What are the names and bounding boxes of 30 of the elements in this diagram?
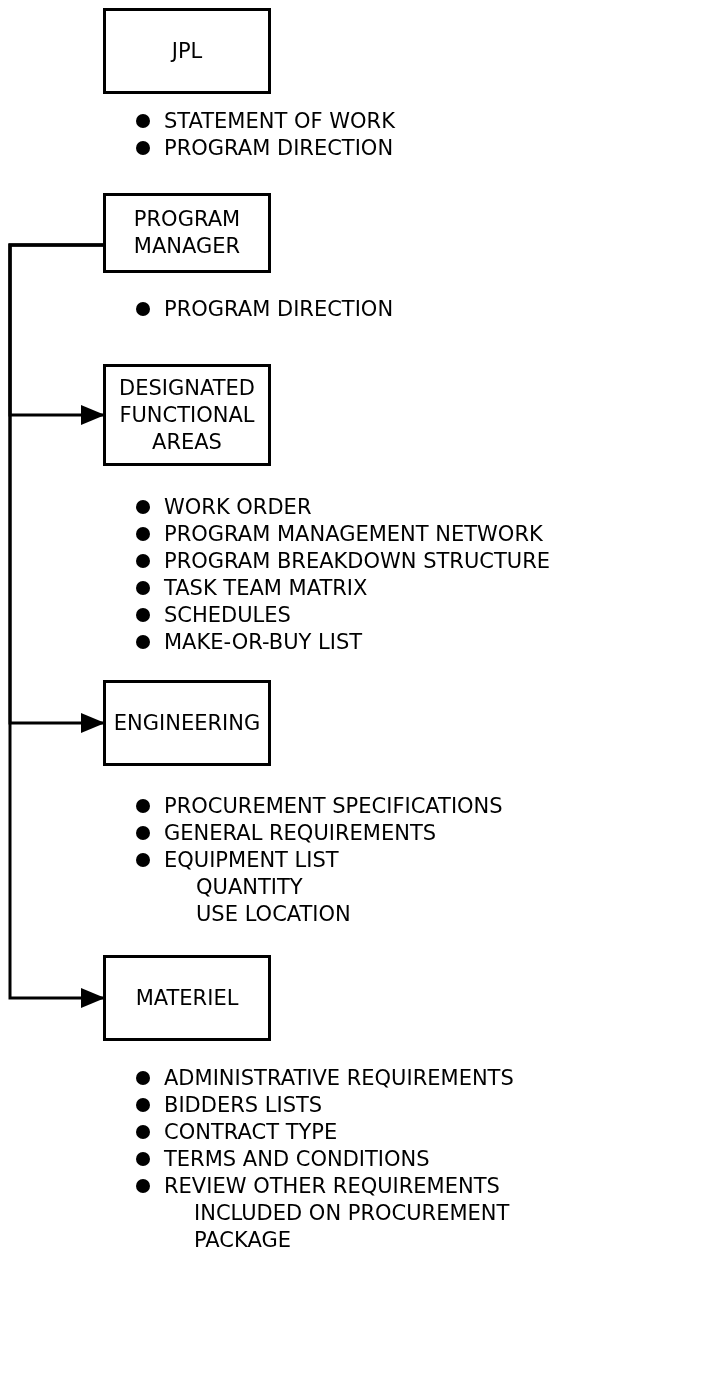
- list-item: ADMINISTRATIVE REQUIREMENTS: [134, 1065, 554, 1092]
- box-label: DESIGNATED FUNCTIONAL AREAS: [118, 374, 256, 456]
- list-item: PROCUREMENT SPECIFICATIONS: [134, 793, 503, 820]
- list-item: SCHEDULES: [134, 602, 551, 629]
- list-item: GENERAL REQUIREMENTS: [134, 820, 503, 847]
- list-item: CONTRACT TYPE: [134, 1119, 554, 1146]
- list-item: TERMS AND CONDITIONS: [134, 1146, 554, 1173]
- list-item: REVIEW OTHER REQUIREMENTS INCLUDED ON PROCUREMENT PACKAGE: [134, 1173, 554, 1254]
- box-label: JPL: [171, 37, 203, 65]
- list-item: PROGRAM BREAKDOWN STRUCTURE: [134, 548, 551, 575]
- list-item: MAKE-OR-BUY LIST: [134, 629, 551, 656]
- list-item: EQUIPMENT LIST: [134, 847, 503, 874]
- process-box: [103, 193, 271, 273]
- process-box: [103, 680, 271, 766]
- box-label: PROGRAM MANAGER: [132, 206, 242, 260]
- list-item: STATEMENT OF WORK: [134, 108, 395, 135]
- arrow: [8, 243, 105, 1008]
- list-item: QUANTITY: [195, 874, 304, 901]
- process-box: [103, 955, 271, 1041]
- box-label: ENGINEERING: [113, 709, 261, 737]
- list-item: PROGRAM DIRECTION: [134, 296, 394, 323]
- process-box: [103, 364, 271, 466]
- list-item: PROGRAM MANAGEMENT NETWORK: [134, 521, 551, 548]
- box-label: MATERIEL: [135, 984, 239, 1012]
- list-item: BIDDERS LISTS: [134, 1092, 554, 1119]
- list-item: PROGRAM DIRECTION: [134, 135, 395, 162]
- list-item: USE LOCATION: [195, 901, 352, 928]
- process-box: [103, 8, 271, 94]
- list-item: TASK TEAM MATRIX: [134, 575, 551, 602]
- list-item: WORK ORDER: [134, 494, 551, 521]
